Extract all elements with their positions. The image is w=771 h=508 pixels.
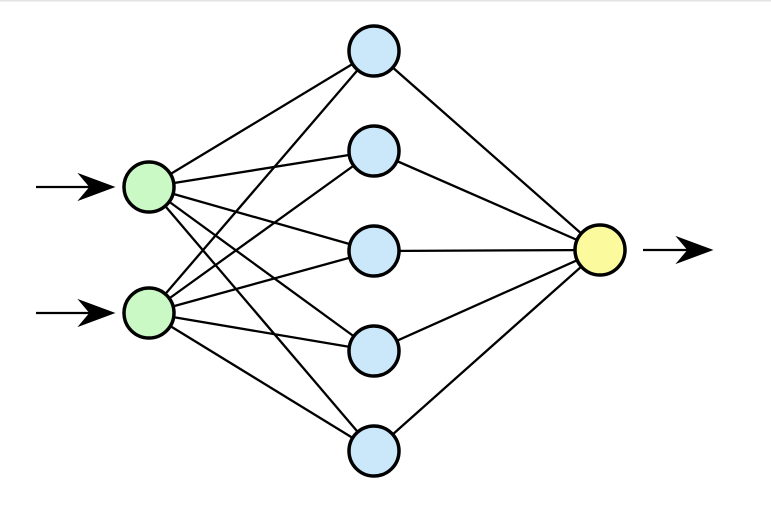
edge-i2-h2 (148, 150, 375, 314)
edge-i1-h2 (148, 149, 375, 189)
edge-i2-h4 (148, 311, 375, 353)
edge-i2-h3 (148, 249, 375, 315)
hidden-node-3 (347, 224, 401, 278)
input-arrow-2-head (77, 298, 116, 328)
edge-i1-h5 (148, 186, 375, 452)
edge-i2-h5 (148, 312, 375, 452)
hidden-node-1 (347, 24, 401, 78)
window-top-border (0, 0, 771, 2)
edge-i1-h3 (148, 185, 375, 253)
edge-h4-o1 (373, 248, 601, 353)
edge-h2-o1 (373, 149, 601, 252)
input-arrow-1-head (77, 172, 116, 202)
input-node-2 (122, 286, 176, 340)
hidden-node-2 (347, 124, 401, 178)
edge-h5-o1 (373, 249, 601, 452)
input-node-1 (122, 160, 176, 214)
edge-h3-o1 (373, 248, 601, 253)
edge-h1-o1 (373, 50, 601, 251)
hidden-node-4 (347, 324, 401, 378)
hidden-node-5 (347, 424, 401, 478)
output-node-1 (573, 223, 627, 277)
edge-i1-h1 (148, 50, 375, 188)
edge-i1-h4 (148, 186, 375, 352)
edge-i2-h1 (148, 50, 375, 314)
output-arrow-head (675, 235, 714, 265)
